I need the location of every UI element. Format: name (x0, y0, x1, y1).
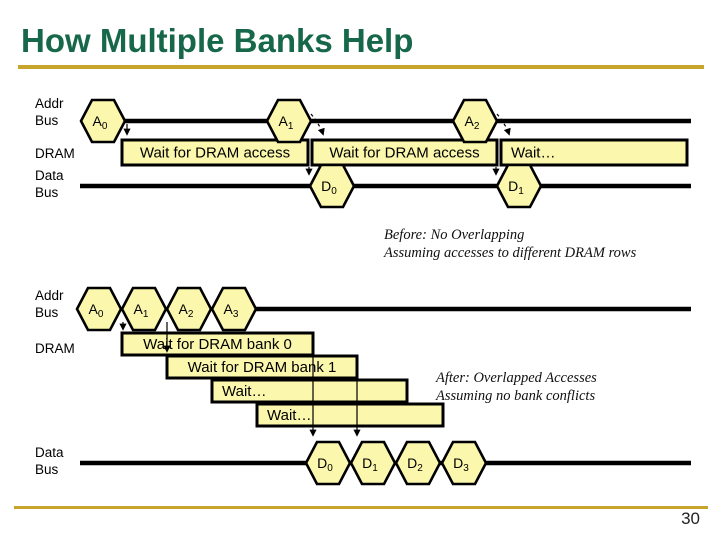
after-caption: After: Overlapped Accesses Assuming no b… (436, 369, 597, 405)
wait-box-label: Wait… (511, 145, 555, 162)
hexagon-d0 (308, 163, 356, 209)
wait-box (499, 138, 689, 167)
before-dram-label: DRAM (35, 146, 75, 161)
hexagon-d1 (495, 163, 543, 209)
wait-box-label: Wait for DRAM access (140, 145, 290, 162)
wait-box-label: Wait… (222, 383, 266, 400)
title-underline (18, 65, 704, 69)
wait-box-label: Wait… (267, 407, 311, 424)
before-caption-line2: Assuming accesses to different DRAM rows (384, 245, 637, 261)
hexagon-a0 (79, 98, 127, 144)
wait-box (210, 378, 409, 404)
before-caption: Before: No Overlapping Assuming accesses… (384, 226, 636, 262)
wait-box-label: Wait for DRAM bank 1 (188, 359, 337, 376)
wait-box (310, 138, 499, 167)
slide-title: How Multiple Banks Help (21, 22, 414, 59)
page-number: 30 (681, 509, 700, 528)
before-caption-line1: Before: No Overlapping (384, 227, 525, 243)
wait-box-label: Wait for DRAM access (329, 145, 479, 162)
wait-box (120, 138, 310, 167)
hexagon-d2 (394, 440, 442, 486)
wait-box (165, 354, 359, 380)
hexagon-a3 (210, 286, 258, 332)
footer-rule (14, 506, 708, 509)
dashed-arrow (496, 113, 511, 136)
hexagon-a2 (451, 98, 499, 144)
dashed-arrow (310, 113, 325, 136)
after-dram-label: DRAM (35, 341, 75, 356)
hexagon-a1 (265, 98, 313, 144)
after-caption-line2: Assuming no bank conflicts (436, 388, 596, 404)
wait-box (255, 402, 445, 428)
after-caption-line1: After: Overlapped Accesses (436, 370, 597, 386)
hexagon-d3 (440, 440, 488, 486)
wait-box-label: Wait for DRAM bank 0 (143, 336, 292, 353)
